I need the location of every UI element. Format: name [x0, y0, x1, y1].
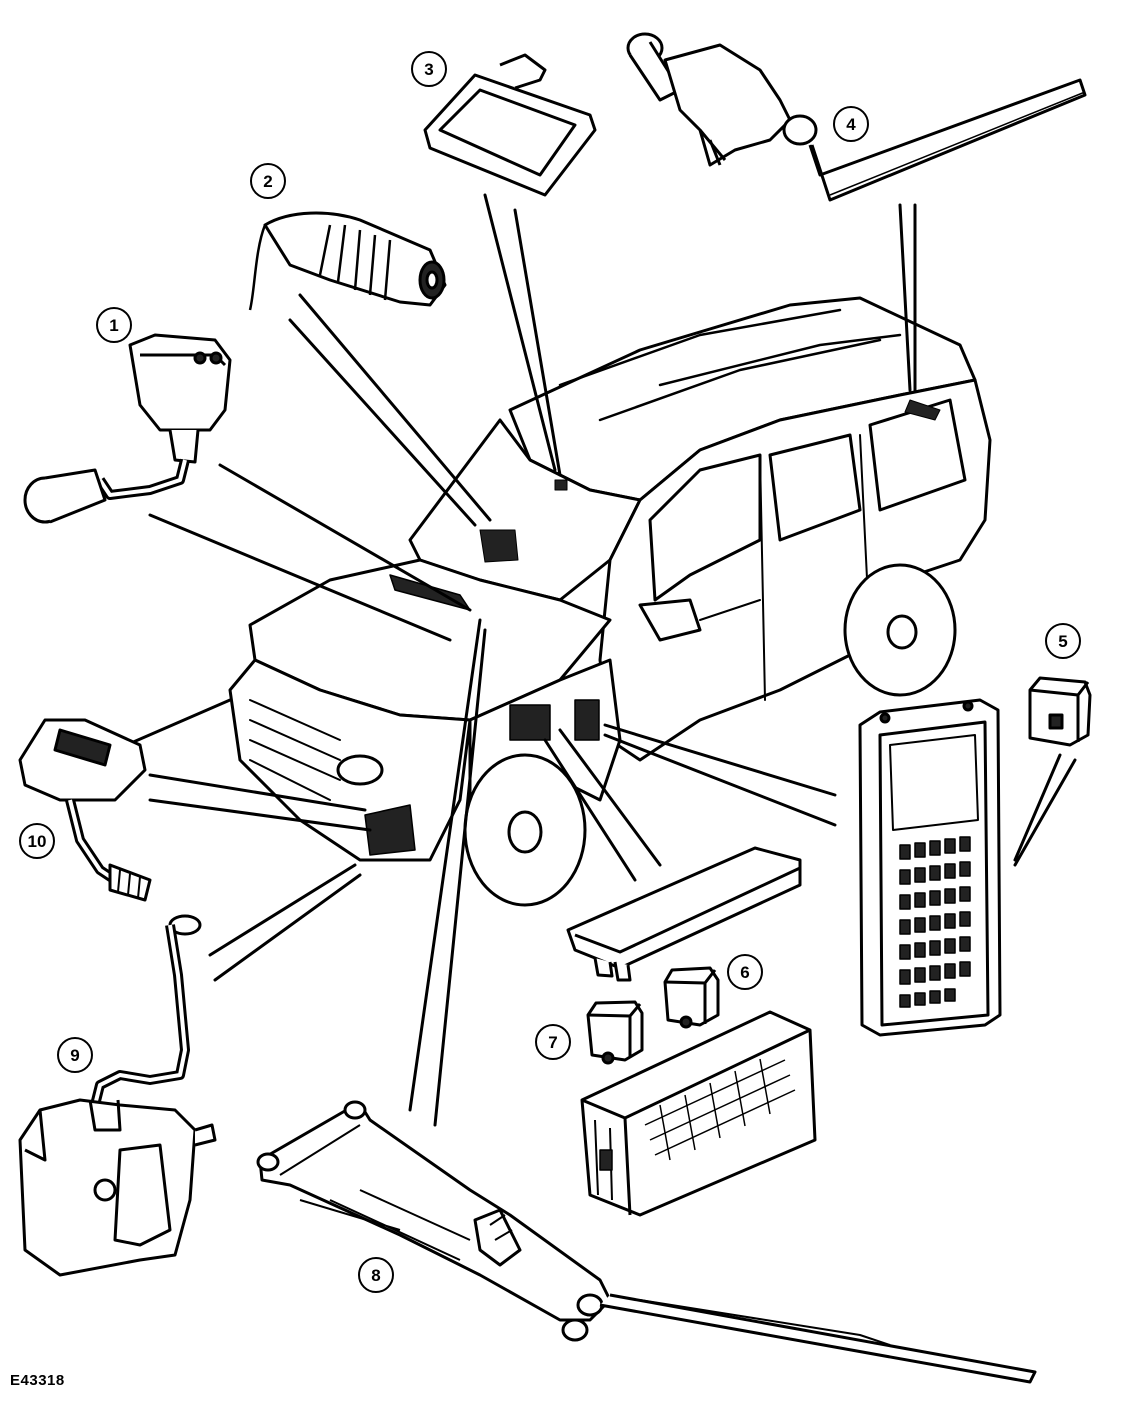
component-10-headlamp-washer: [18, 718, 152, 902]
rear-wiper-location: [904, 399, 941, 421]
roof-rail: [558, 308, 902, 422]
engine-bay-fuse-box: [580, 1010, 817, 1217]
leader-4: [898, 203, 917, 392]
vehicle: [228, 296, 992, 907]
component-4-rear-wiper: [626, 32, 1087, 202]
component-6-relay: [663, 966, 720, 1029]
leader-3: [483, 193, 562, 477]
callout-6-label: 6: [740, 963, 749, 982]
callout-7-label: 7: [548, 1033, 557, 1052]
front-wheel-hub: [507, 810, 543, 854]
rear-wheel-hub: [886, 614, 918, 650]
leader-2: [288, 293, 492, 527]
callout-1-label: 1: [109, 316, 118, 335]
callout-1: 1: [96, 307, 132, 343]
leader-fusebox: [603, 723, 837, 827]
callouts: 1 2 3 4 5 6 7 8: [19, 51, 1081, 1293]
callout-9: 9: [57, 1037, 93, 1073]
engine-bay-fusebox-location: [509, 704, 551, 741]
component-1-washer-jet: [23, 333, 232, 524]
callout-9-label: 9: [70, 1046, 79, 1065]
callout-2-label: 2: [263, 172, 272, 191]
leader-6-box: [543, 728, 662, 882]
side-window-front: [648, 453, 762, 602]
figure-id-label: E43318: [10, 1372, 65, 1389]
callout-4-label: 4: [846, 115, 856, 134]
leader-9: [208, 863, 362, 982]
leader-1: [148, 463, 472, 642]
fuse-box-lid: [566, 846, 802, 982]
steering-column-location: [479, 529, 519, 563]
callout-4: 4: [833, 106, 869, 142]
central-junction-box: [858, 698, 1002, 1037]
leader-5: [1013, 753, 1077, 867]
callout-8: 8: [358, 1257, 394, 1293]
callout-6: 6: [727, 954, 763, 990]
component-5-relay: [1028, 676, 1092, 747]
engine-bay-relay-location: [574, 699, 600, 741]
callout-10-label: 10: [28, 832, 47, 851]
rain-sensor-location: [554, 479, 568, 491]
front-lower-module-location: [364, 804, 416, 856]
leader-8: [408, 618, 487, 1127]
callout-3: 3: [411, 51, 447, 87]
door-mirror: [638, 598, 702, 642]
side-window-rear: [768, 433, 862, 542]
headlamp: [336, 754, 384, 786]
component-9-washer-reservoir: [18, 914, 217, 1277]
grille: [249, 699, 341, 801]
callout-5: 5: [1045, 623, 1081, 659]
component-2-steering-switch: [248, 211, 447, 311]
callout-5-label: 5: [1058, 632, 1067, 651]
callout-8-label: 8: [371, 1266, 380, 1285]
component-7-relay: [586, 1000, 644, 1065]
callout-7: 7: [535, 1024, 571, 1060]
callout-3-label: 3: [424, 60, 433, 79]
callout-2: 2: [250, 163, 286, 199]
callout-10: 10: [19, 823, 55, 859]
component-8-wiper-linkage: [256, 1100, 1037, 1384]
component-3-module: [423, 53, 597, 197]
